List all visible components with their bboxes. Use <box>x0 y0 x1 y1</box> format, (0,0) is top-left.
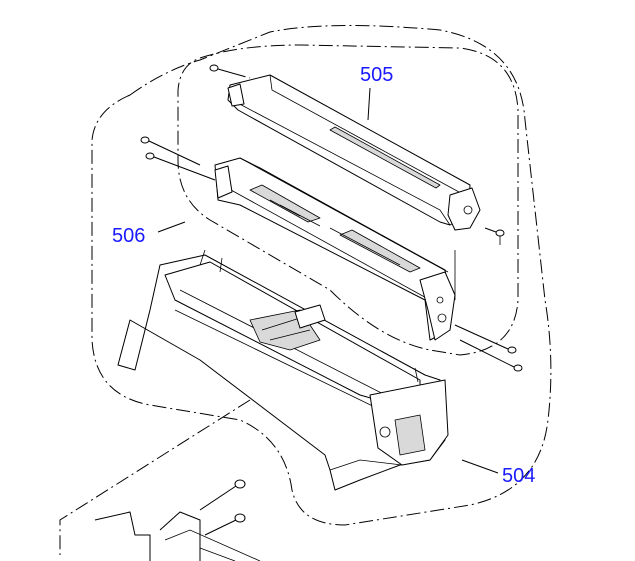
screw-base-lower <box>204 513 246 536</box>
lower-base-fragment <box>94 511 261 561</box>
leader-504 <box>461 459 499 474</box>
screw-505-left <box>209 64 251 79</box>
leader-506 <box>157 221 186 233</box>
boundary-504 <box>91 24 552 526</box>
screw-506-lower-left <box>145 152 216 181</box>
upper-cover-part <box>227 74 481 231</box>
leader-to-base <box>59 399 251 555</box>
base-tray-part <box>117 249 449 491</box>
screw-506-right-upper <box>454 324 517 354</box>
screw-base-upper <box>199 479 246 511</box>
screw-506-upper-left <box>140 136 201 166</box>
screw-506-right-lower <box>459 339 523 372</box>
label-504: 504 <box>502 465 535 487</box>
guide-frame-part <box>214 157 456 341</box>
boundary-505-506 <box>177 44 519 356</box>
leader-505 <box>367 87 371 121</box>
label-505: 505 <box>360 64 393 86</box>
label-506: 506 <box>112 225 145 247</box>
screw-505-right <box>484 227 505 237</box>
